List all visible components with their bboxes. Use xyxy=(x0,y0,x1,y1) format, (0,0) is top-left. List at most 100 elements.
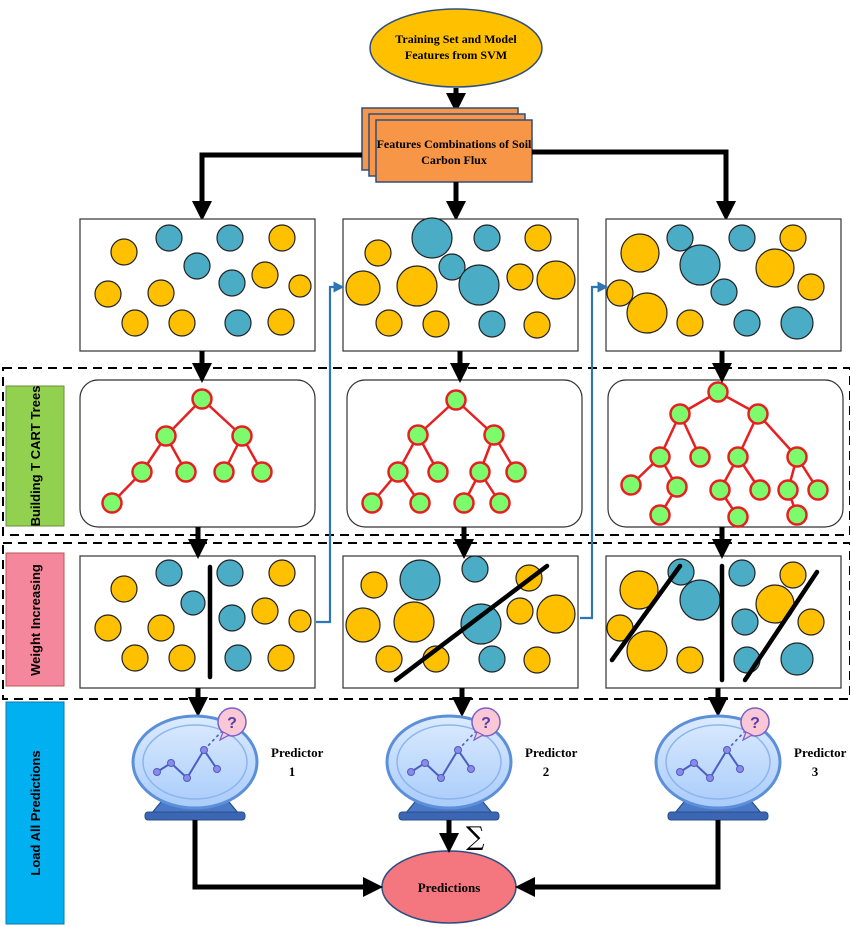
data-point xyxy=(110,575,138,603)
tree-node xyxy=(786,446,808,468)
tree-node xyxy=(505,461,527,483)
sigma-symbol: ∑ xyxy=(466,822,485,852)
data-point xyxy=(218,269,246,297)
data-point xyxy=(268,224,296,252)
predictor-label: Predictor xyxy=(271,745,324,760)
data-point xyxy=(779,224,807,252)
dataset-box-3 xyxy=(605,218,842,352)
data-point xyxy=(224,309,252,337)
crystal-ball-icon xyxy=(654,714,782,810)
separator-line xyxy=(742,569,820,683)
question-bubble-icon xyxy=(471,707,501,737)
cart-tree-2 xyxy=(346,379,583,528)
data-point xyxy=(731,608,759,636)
data-point xyxy=(168,309,196,337)
svg-text:Weight Increasing: Weight Increasing xyxy=(28,564,43,676)
data-point xyxy=(267,308,295,336)
svg-text:Training Set and Model: Training Set and Model xyxy=(395,32,517,46)
tree-node xyxy=(749,479,771,501)
data-point xyxy=(251,597,279,625)
data-point xyxy=(626,292,668,334)
data-point xyxy=(364,239,392,267)
tree-node xyxy=(453,492,475,514)
data-point xyxy=(523,646,551,674)
data-point xyxy=(461,555,489,583)
data-point xyxy=(676,309,704,337)
data-point xyxy=(121,309,149,337)
tree-node xyxy=(669,403,691,425)
data-point xyxy=(168,644,196,672)
tree-node xyxy=(709,479,731,501)
tree-node xyxy=(131,461,153,483)
tree-node xyxy=(620,474,642,496)
tree-node xyxy=(231,425,253,447)
data-point xyxy=(396,265,438,307)
weight-box-1 xyxy=(79,555,316,689)
weight-band xyxy=(2,542,850,700)
tree-node xyxy=(251,461,273,483)
tree-node xyxy=(409,492,431,514)
data-point xyxy=(216,224,244,252)
data-point xyxy=(728,559,756,587)
tree-node xyxy=(727,506,749,528)
question-bubble-icon xyxy=(740,707,770,737)
tree-node xyxy=(807,479,829,501)
tree-node xyxy=(489,492,511,514)
data-point xyxy=(667,558,695,586)
tree-node xyxy=(689,446,711,468)
svg-text:Load All Predictions: Load All Predictions xyxy=(28,750,43,875)
separator-line xyxy=(393,563,550,683)
cart-tree-1 xyxy=(79,379,316,528)
question-bubble-icon xyxy=(217,707,247,737)
svg-text:Features Combinations of Soil: Features Combinations of Soil xyxy=(377,137,532,151)
data-point xyxy=(268,559,296,587)
data-point xyxy=(626,630,668,672)
side-label-load: Load All Predictions xyxy=(5,701,65,925)
data-point xyxy=(345,607,381,643)
data-point xyxy=(473,224,501,252)
svg-text:Features from SVM: Features from SVM xyxy=(405,48,507,62)
side-label-building: Building T CART Trees xyxy=(5,385,65,527)
tree-node xyxy=(175,461,197,483)
data-point xyxy=(506,263,534,291)
data-point xyxy=(619,570,659,610)
cart-tree-3 xyxy=(607,379,844,528)
data-point xyxy=(460,603,502,645)
data-point xyxy=(147,279,175,307)
svg-text:Building T CART Trees: Building T CART Trees xyxy=(28,386,43,527)
data-point xyxy=(478,310,506,338)
data-point xyxy=(375,645,403,673)
crystal-ball-icon xyxy=(385,714,513,810)
flow-weight1-to-dist2 xyxy=(316,281,345,624)
data-point xyxy=(375,309,403,337)
arrow-features-right xyxy=(532,149,736,221)
data-point xyxy=(94,280,122,308)
data-point xyxy=(183,252,211,280)
data-point xyxy=(666,224,694,252)
tree-node xyxy=(469,461,491,483)
data-point xyxy=(399,559,441,601)
data-point xyxy=(155,559,183,587)
data-point xyxy=(360,571,388,599)
data-point xyxy=(606,279,634,307)
data-point xyxy=(288,274,312,298)
data-point xyxy=(267,644,295,672)
building-band xyxy=(2,367,850,536)
data-point xyxy=(458,264,500,306)
data-point xyxy=(620,233,660,273)
separator-line xyxy=(609,563,683,663)
data-point xyxy=(728,224,756,252)
predictor-number: 1 xyxy=(289,764,296,779)
question-mark: ? xyxy=(481,715,491,732)
tree-node xyxy=(155,425,177,447)
question-mark: ? xyxy=(750,715,760,732)
tree-node xyxy=(445,389,467,411)
data-point xyxy=(536,594,576,634)
data-point xyxy=(121,644,149,672)
data-point xyxy=(94,614,122,642)
tree-node xyxy=(777,479,799,501)
tree-node xyxy=(747,403,769,425)
